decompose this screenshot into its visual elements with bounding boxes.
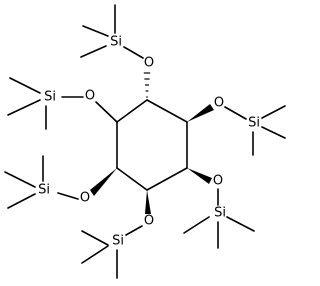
oxygen-label: O [85,89,95,104]
silicon-label: Si [248,116,260,131]
wedge-bond [187,168,212,184]
cyclohexane-ring [116,99,188,191]
ring-oxygen-bonds [90,72,214,214]
oxygen-label: O [144,214,154,229]
ring-bond [146,99,188,123]
methyl-bond [7,99,41,116]
single-bond [125,225,143,236]
silicon-label: Si [112,234,124,249]
oxygen-label: O [213,174,223,189]
single-bond [123,46,144,59]
single-bond [57,192,79,200]
silicon-label: Si [44,90,56,105]
methyl-bond [82,25,109,37]
methyl-bond [183,216,210,234]
methyl-bond [7,193,36,209]
ring-bond [146,167,188,191]
molecule-structure: O O O O O O Si Si Si Si Si Si [4,4,286,279]
ring-bond [116,99,148,123]
methyl-bond [226,216,255,232]
silicon-label: Si [110,35,122,50]
methyl-bond [81,245,109,264]
wedge-bond [90,168,117,196]
oxygen-label: O [80,191,90,206]
methyl-bond [261,105,286,119]
ring-bond [116,167,148,191]
oxygen-label: O [144,56,154,71]
oxygen-silicon-bonds [57,46,247,236]
methyl-bond [261,126,286,139]
silicon-methyl-bonds [4,4,286,279]
atom-labels: O O O O O O Si Si Si Si Si Si [38,35,260,249]
methyl-bond [80,45,107,58]
single-bond [95,101,118,123]
wedge-bond [145,190,151,214]
methyl-bond [4,171,36,188]
silicon-label: Si [214,206,226,221]
wedge-bond [187,104,214,122]
silicon-label: Si [38,183,50,198]
methyl-bond [9,77,41,94]
hashed-bond [143,72,151,98]
single-bond [224,106,247,120]
oxygen-label: O [214,96,224,111]
methyl-bond [81,230,109,246]
